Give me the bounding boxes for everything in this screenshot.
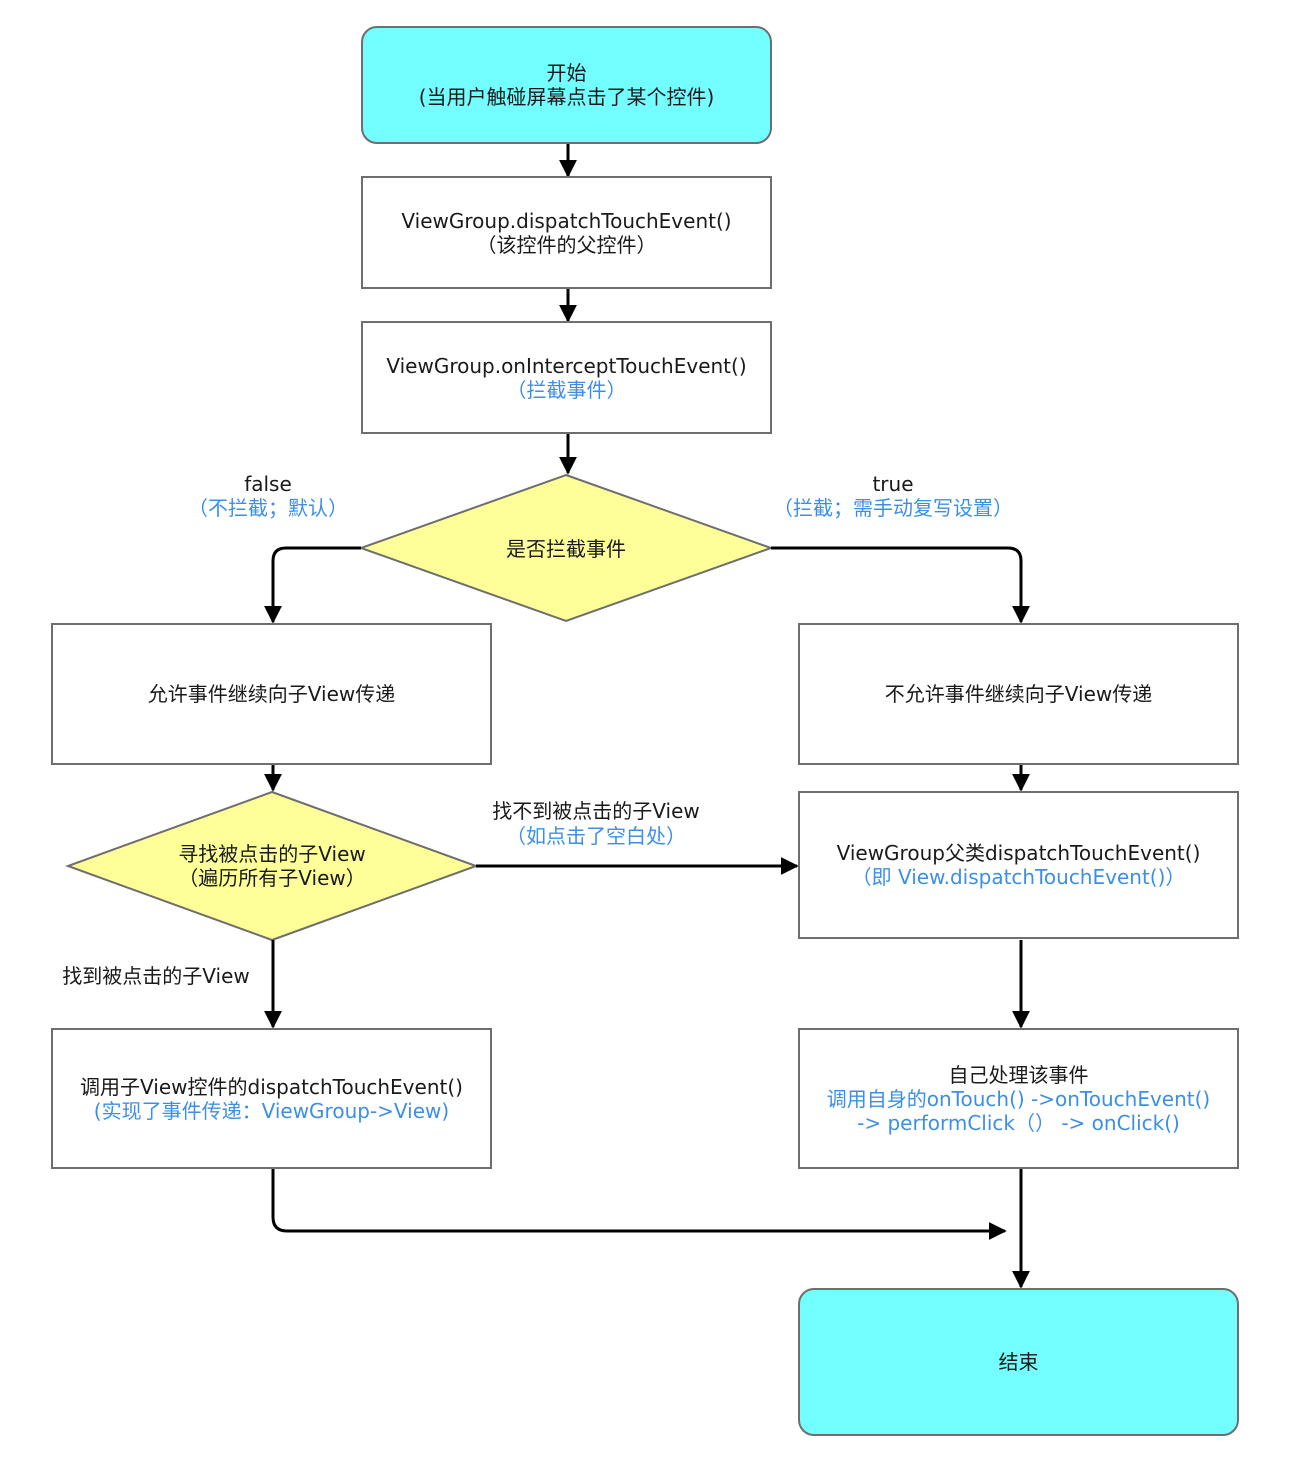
true-label: true <box>872 472 914 496</box>
true-note: （拦截；需手动复写设置） <box>773 496 1013 520</box>
dispatch-subtitle: （该控件的父控件） <box>476 232 657 257</box>
not-found-note: （如点击了空白处） <box>506 824 686 848</box>
intercept-title: ViewGroup.onInterceptTouchEvent() <box>386 353 747 378</box>
decision-find-text: 寻找被点击的子View （遍历所有子View） <box>122 838 422 894</box>
decision-intercept-label: 是否拦截事件 <box>506 537 626 561</box>
end-node: 结束 <box>798 1288 1239 1436</box>
not-found-label: 找不到被点击的子View <box>492 799 700 823</box>
start-subtitle: (当用户触碰屏幕点击了某个控件) <box>418 85 715 109</box>
allow-label: 允许事件继续向子View传递 <box>147 682 396 706</box>
decision-intercept-text: 是否拦截事件 <box>426 530 706 568</box>
parent-dispatch-node: ViewGroup父类dispatchTouchEvent() （即 View.… <box>798 791 1239 939</box>
child-dispatch-node: 调用子View控件的dispatchTouchEvent() (实现了事件传递：… <box>51 1028 492 1169</box>
dispatch-title: ViewGroup.dispatchTouchEvent() <box>401 208 732 233</box>
self-handle-title: 自己处理该事件 <box>948 1062 1089 1087</box>
false-label: false <box>244 472 292 496</box>
self-handle-line2: 调用自身的onTouch() ->onTouchEvent() <box>827 1087 1210 1111</box>
child-dispatch-title: 调用子View控件的dispatchTouchEvent() <box>80 1074 463 1099</box>
end-label: 结束 <box>998 1350 1039 1374</box>
intercept-node: ViewGroup.onInterceptTouchEvent() （拦截事件） <box>361 321 772 434</box>
found-label: 找到被点击的子View <box>62 964 250 988</box>
decision-find-title: 寻找被点击的子View <box>178 842 366 866</box>
disallow-label: 不允许事件继续向子View传递 <box>884 682 1153 706</box>
arrow-true-to-disallow <box>771 546 1030 624</box>
allow-node: 允许事件继续向子View传递 <box>51 623 492 765</box>
arrow-false-to-allow <box>264 546 361 624</box>
parent-dispatch-subtitle: （即 View.dispatchTouchEvent()） <box>851 865 1186 889</box>
disallow-node: 不允许事件继续向子View传递 <box>798 623 1239 765</box>
intercept-subtitle: （拦截事件） <box>506 377 627 402</box>
false-note: （不拦截；默认） <box>188 496 348 520</box>
self-handle-node: 自己处理该事件 调用自身的onTouch() ->onTouchEvent() … <box>798 1028 1239 1169</box>
self-handle-line2-rest: onTouch() ->onTouchEvent() <box>926 1086 1211 1111</box>
start-title: 开始 <box>546 61 587 85</box>
decision-find-subtitle: （遍历所有子View） <box>178 866 366 890</box>
self-handle-line3: -> performClick（） -> onClick() <box>857 1110 1180 1135</box>
dispatch-node: ViewGroup.dispatchTouchEvent() （该控件的父控件） <box>361 176 772 289</box>
arrow-child-to-end-branch <box>271 1169 1007 1240</box>
parent-dispatch-title: ViewGroup父类dispatchTouchEvent() <box>836 841 1201 865</box>
start-node: 开始 (当用户触碰屏幕点击了某个控件) <box>361 26 772 144</box>
self-handle-line2-prefix: 调用自身的 <box>826 1086 927 1111</box>
decision-intercept-shape <box>358 473 774 623</box>
child-dispatch-subtitle: (实现了事件传递：ViewGroup->View) <box>93 1098 450 1123</box>
